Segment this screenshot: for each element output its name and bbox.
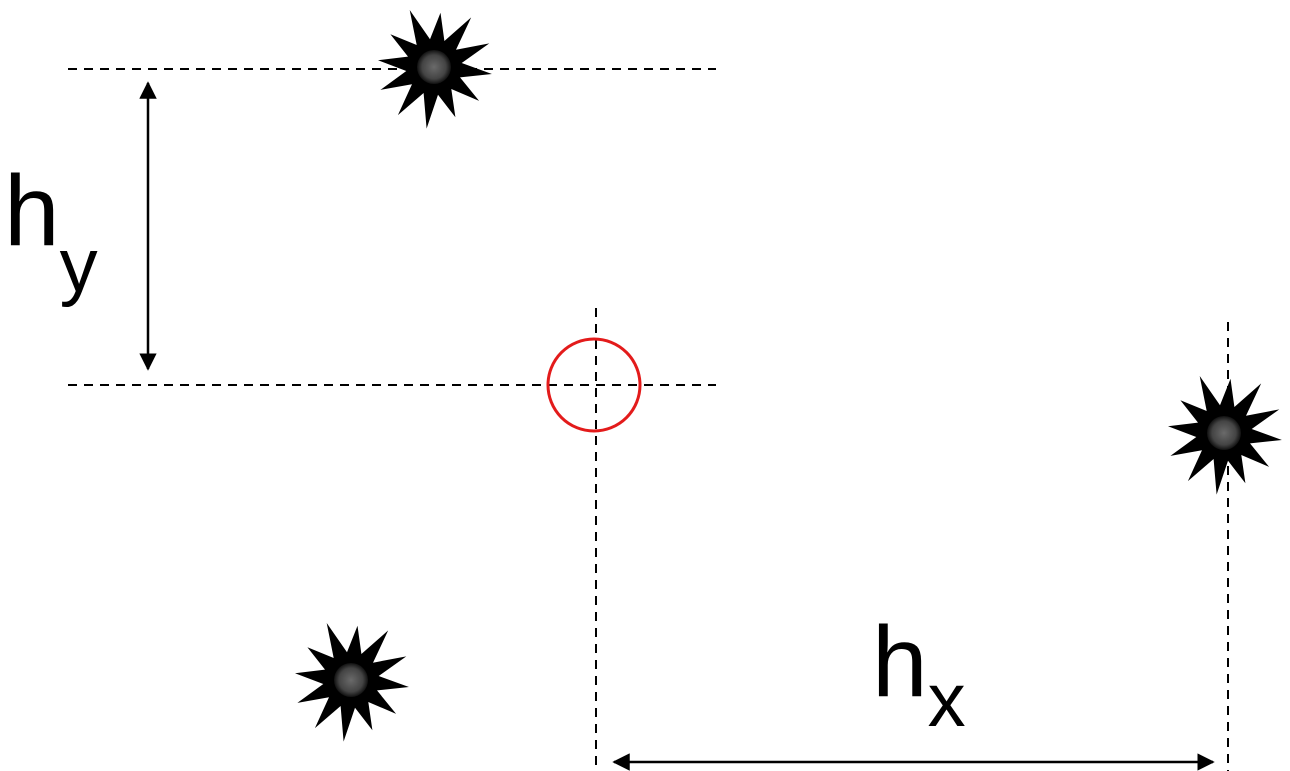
star-core xyxy=(334,663,368,697)
hy-label-main: h xyxy=(4,155,60,267)
star-burst-icon xyxy=(1168,376,1282,495)
star-burst-icon xyxy=(295,623,409,742)
hy-label-sub: y xyxy=(60,223,98,308)
hy-label: hy xyxy=(4,155,98,308)
star-burst-icon xyxy=(378,10,492,129)
hx-label-main: h xyxy=(872,606,928,718)
star-core xyxy=(417,50,451,84)
red-circle-marker xyxy=(546,337,642,433)
star-core xyxy=(1207,416,1241,450)
hx-label-sub: x xyxy=(928,658,966,743)
hx-label: hx xyxy=(872,606,966,743)
